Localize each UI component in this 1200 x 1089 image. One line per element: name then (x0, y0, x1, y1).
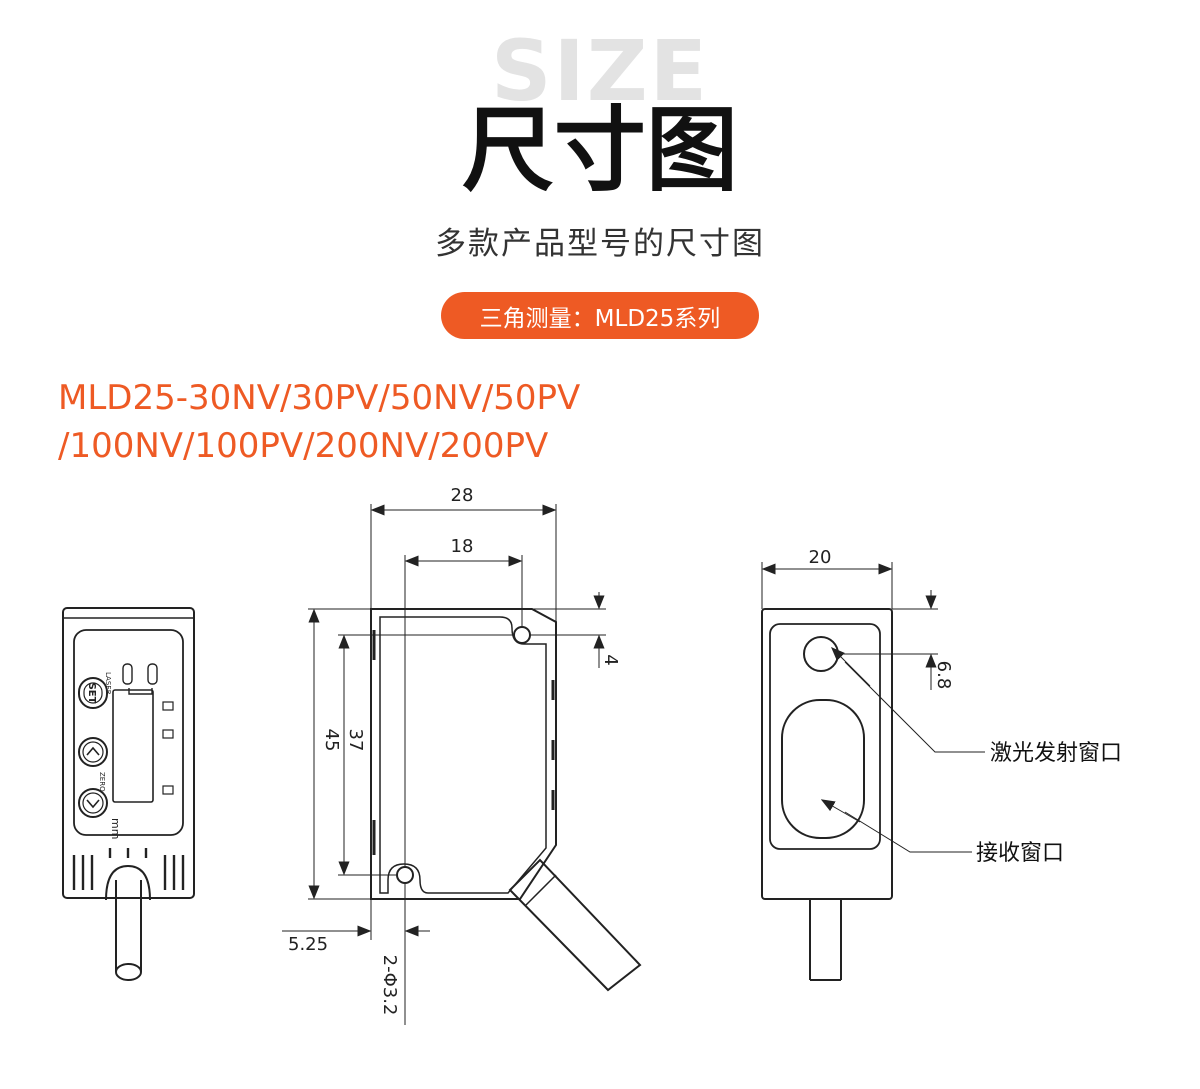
series-badge: 三角测量：MLD25系列 (441, 292, 759, 339)
side-view-ribs (372, 630, 555, 855)
model-list-line-1: MLD25-30NV/30PV/50NV/50PV (58, 378, 581, 418)
model-list-line-2: /100NV/100PV/200NV/200PV (58, 426, 549, 466)
zero-label: ZERO (98, 772, 106, 792)
set-button-label: SET (86, 683, 97, 704)
rear-view-housing (761, 608, 893, 900)
page-title: 尺寸图 (461, 97, 738, 204)
laser-emitter-window (803, 636, 839, 672)
led-bracket (128, 688, 153, 695)
dim-hole-diameter: 2-Φ3.2 (379, 955, 400, 1016)
mounting-hole-bottom (396, 866, 414, 884)
dim-height-45: 45 (321, 729, 342, 752)
dim-hole-spacing-18: 18 (451, 536, 474, 557)
callout-laser-emitter: 激光发射窗口 (990, 741, 1122, 766)
up-button (78, 737, 108, 767)
side-view-outline (370, 608, 557, 900)
laser-label: LASER (104, 672, 112, 695)
front-view-vents (72, 848, 185, 890)
indicator-3 (162, 785, 174, 795)
series-badge-label: 三角测量：MLD25系列 (479, 305, 721, 332)
dim-top-offset-4: 4 (600, 654, 621, 665)
laser-led (122, 663, 133, 685)
rear-view (761, 608, 893, 981)
page-subtitle: 多款产品型号的尺寸图 (435, 226, 765, 262)
side-view-dimensions (282, 504, 606, 1025)
model-list: MLD25-30NV/30PV/50NV/50PV /100NV/100PV/2… (58, 374, 580, 470)
mounting-hole-top (513, 626, 531, 644)
front-view-cable-gland (105, 864, 151, 901)
side-view-inner-outline (379, 616, 547, 894)
front-view-cable-end (115, 963, 142, 981)
side-view-cable-mid (525, 874, 557, 906)
rear-view-dimensions (761, 562, 985, 853)
rear-dim-window-offset: 6.8 (933, 661, 954, 690)
indicator-2 (162, 729, 174, 739)
dim-width-28: 28 (451, 485, 474, 506)
front-view-display (112, 689, 154, 803)
output-led (147, 663, 158, 685)
callout-receiver: 接收窗口 (976, 841, 1064, 866)
dim-left-offset-5-25: 5.25 (288, 934, 328, 955)
rear-dim-width-20: 20 (809, 547, 832, 568)
front-view-panel (73, 629, 184, 836)
receiver-window (781, 699, 865, 839)
dim-hole-vertical-37: 37 (345, 729, 366, 752)
mm-label: mm (109, 818, 122, 839)
side-view-cable (508, 858, 642, 992)
indicator-1 (162, 701, 174, 711)
front-view (62, 607, 195, 981)
rear-view-window-frame (769, 623, 881, 850)
side-view (370, 608, 642, 992)
size-watermark: SIZE (490, 22, 710, 120)
down-button (78, 788, 108, 818)
front-view-housing (62, 607, 195, 899)
set-button (78, 677, 108, 709)
